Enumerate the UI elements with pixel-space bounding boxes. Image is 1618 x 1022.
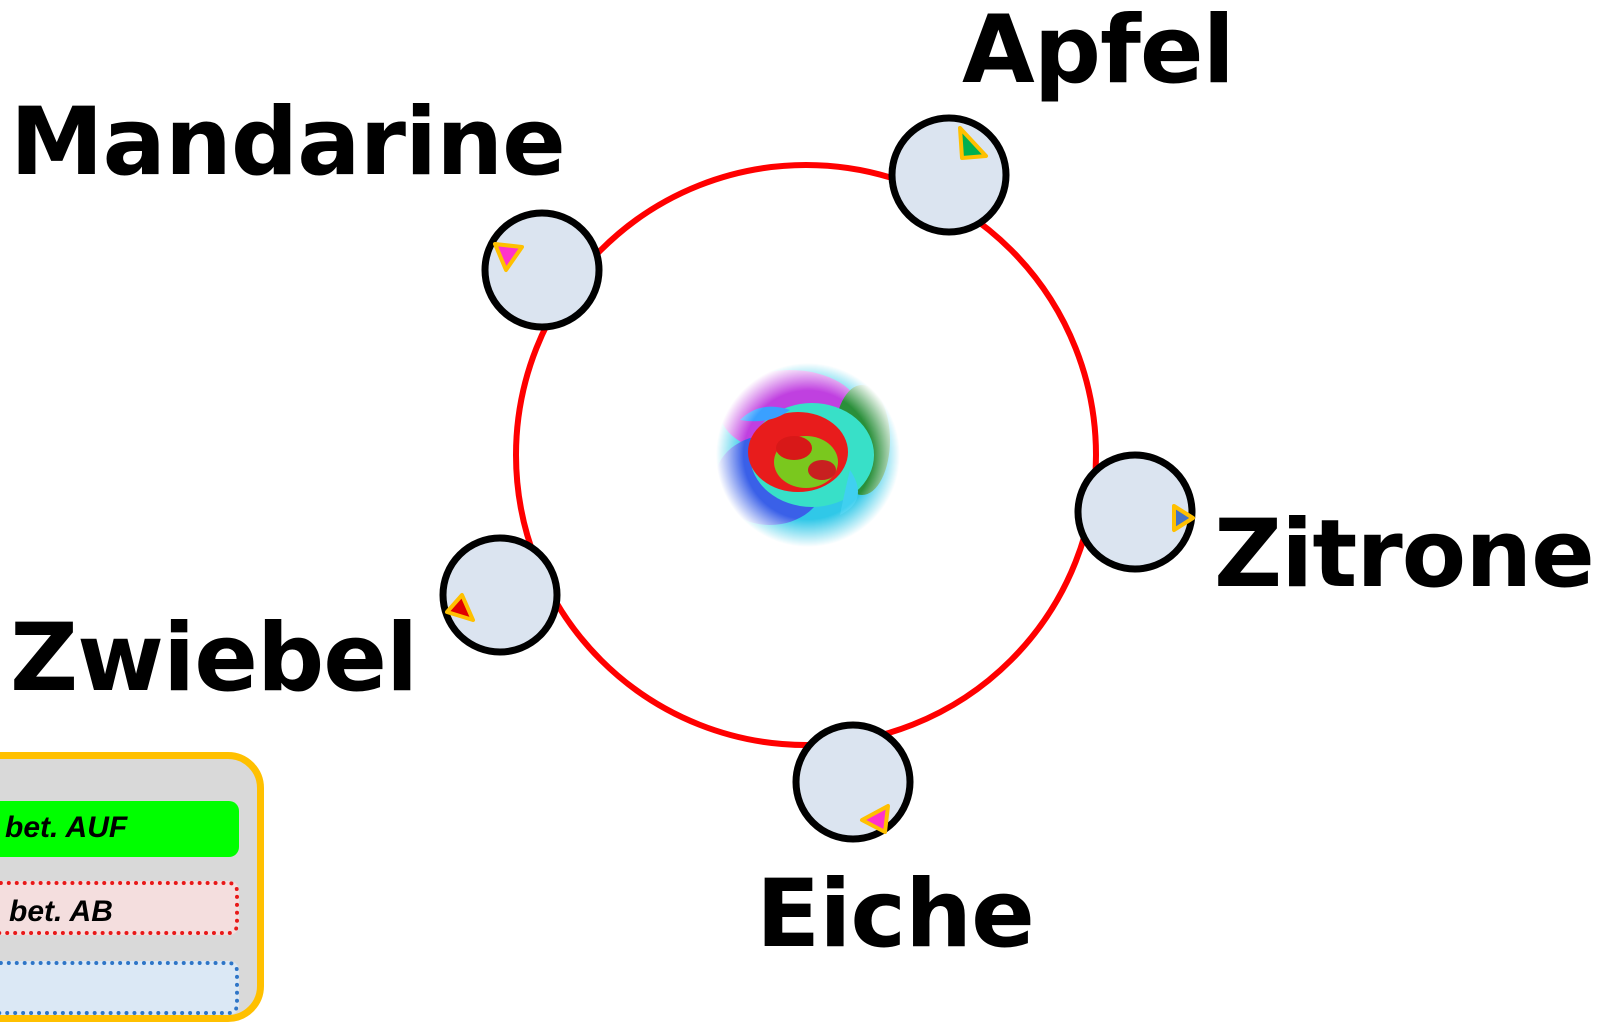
node-eiche [792,721,914,843]
legend-panel: bet. AUF bet. AB [0,752,264,1022]
marker-apfel [958,126,988,160]
marker-eiche [860,804,890,834]
center-flower-image [715,363,900,547]
node-zwiebel [439,534,561,656]
label-zitrone: Zitrone [1214,500,1595,609]
marker-zitrone [1172,504,1195,532]
marker-zwiebel [445,593,475,622]
legend-row-ab: bet. AB [0,881,239,935]
legend-row-ab-label: bet. AB [9,895,113,928]
node-zitrone [1074,451,1196,573]
label-zwiebel: Zwiebel [10,604,418,713]
legend-row-auf: bet. AUF [0,801,239,857]
legend-row-auf-label: bet. AUF [5,811,128,844]
marker-mandarine [493,242,524,272]
legend-row-third [0,961,239,1015]
label-mandarine: Mandarine [10,88,566,197]
label-apfel: Apfel [962,0,1235,105]
cycle-diagram [439,114,1196,843]
node-mandarine [481,209,603,331]
label-eiche: Eiche [756,860,1035,969]
node-apfel [888,114,1010,236]
